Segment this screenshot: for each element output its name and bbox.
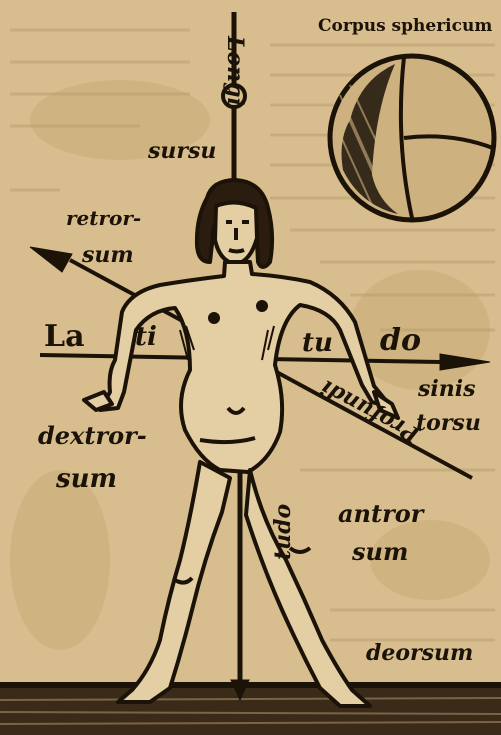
label-dextrorsum-line2: sum xyxy=(56,466,117,492)
label-latitudo-tu: tu xyxy=(302,330,333,356)
label-corpus-sphericum: Corpus sphericum xyxy=(318,18,492,35)
label-antrorsum-line1: antror xyxy=(338,502,423,526)
label-retrorsum-line2: sum xyxy=(82,244,134,266)
label-sinistrorsum-line1: sinis xyxy=(418,378,475,400)
ground-strip xyxy=(0,682,501,735)
label-longitudo: Longi xyxy=(224,36,246,106)
label-latitudo-do: do xyxy=(380,326,421,356)
label-deorsum: deorsum xyxy=(366,642,473,664)
label-latitudo-ti: ti xyxy=(135,324,157,350)
corpus-sphericum-globe xyxy=(330,56,494,220)
label-tudo-vertical: tudo xyxy=(272,504,294,560)
label-sursum: sursu xyxy=(148,140,216,162)
label-dextrorsum-line1: dextror- xyxy=(38,424,147,448)
label-retrorsum-line1: retror- xyxy=(66,208,141,228)
label-antrorsum-line2: sum xyxy=(352,540,408,564)
label-sinistrorsum-line2: torsu xyxy=(416,412,481,434)
label-latitudo-la: La xyxy=(44,322,85,352)
